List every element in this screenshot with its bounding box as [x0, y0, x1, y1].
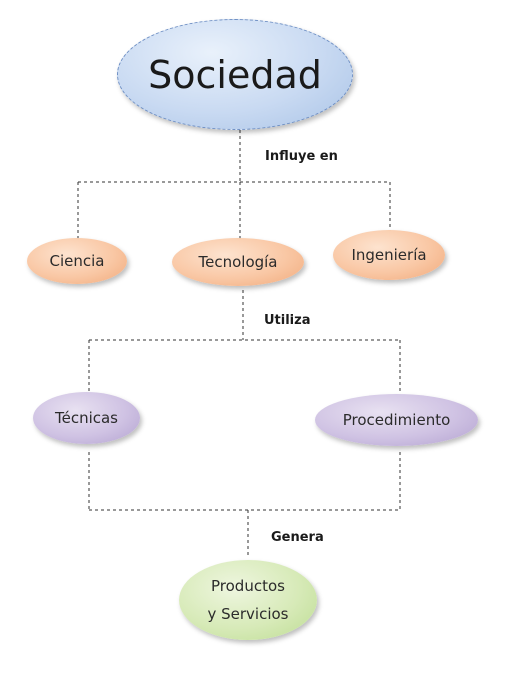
- node-productos-line2: y Servicios: [207, 605, 289, 623]
- node-tecnologia-label: Tecnología: [198, 253, 278, 271]
- node-tecnicas-label: Técnicas: [54, 409, 119, 427]
- node-tecnicas: Técnicas: [33, 392, 140, 444]
- relation-utiliza-label: Utiliza: [264, 313, 311, 328]
- relation-influye-label: Influye en: [265, 149, 338, 164]
- node-ingenieria-label: Ingeniería: [351, 246, 427, 264]
- node-sociedad-label: Sociedad: [148, 52, 322, 97]
- node-productos-line1: Productos: [211, 577, 285, 595]
- node-sociedad: Sociedad: [117, 19, 353, 130]
- node-ingenieria: Ingeniería: [333, 230, 445, 280]
- node-productos-servicios: Productos y Servicios: [179, 560, 317, 640]
- node-ciencia-label: Ciencia: [49, 252, 105, 270]
- node-procedimiento: Procedimiento: [315, 394, 478, 446]
- relation-genera-label: Genera: [271, 530, 324, 545]
- node-tecnologia: Tecnología: [172, 238, 304, 286]
- node-procedimiento-label: Procedimiento: [342, 411, 451, 429]
- node-ciencia: Ciencia: [27, 238, 127, 284]
